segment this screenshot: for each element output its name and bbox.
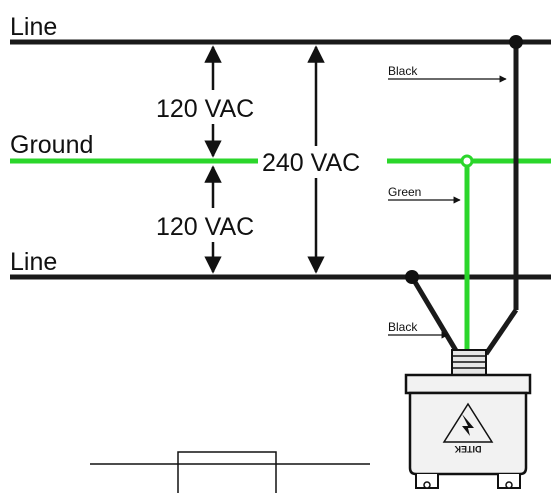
line-bottom-label: Line — [10, 248, 57, 276]
green-wire-label: Green — [388, 185, 421, 199]
device-lid — [404, 373, 532, 395]
top-junction-dot — [509, 35, 523, 49]
device-mount-hole-left — [423, 481, 431, 489]
black-wire-bottom — [409, 275, 461, 356]
surge-protector-device: DITEK — [404, 349, 532, 489]
logo-text: DITEK — [454, 444, 482, 454]
partial-box-outline — [177, 451, 277, 498]
total-240-label: 240 VAC — [262, 149, 360, 177]
black-wire-top-bend — [483, 308, 519, 356]
black-top-wire-label: Black — [388, 64, 418, 78]
logo-triangle-icon — [442, 402, 494, 443]
ground-label: Ground — [10, 131, 93, 159]
lower-120-label: 120 VAC — [156, 213, 254, 241]
line-top-label: Line — [10, 13, 57, 41]
black-bottom-wire-label: Black — [388, 320, 418, 334]
device-mount-hole-right — [505, 481, 513, 489]
upper-120-label-bg — [152, 90, 276, 124]
upper-120-label: 120 VAC — [156, 95, 254, 123]
logo-lightning-icon — [462, 414, 474, 436]
bottom-junction-dot — [405, 270, 419, 284]
ditek-logo: DITEK — [442, 402, 494, 454]
ground-junction-dot — [460, 154, 474, 168]
lower-120-label-bg — [152, 208, 276, 242]
